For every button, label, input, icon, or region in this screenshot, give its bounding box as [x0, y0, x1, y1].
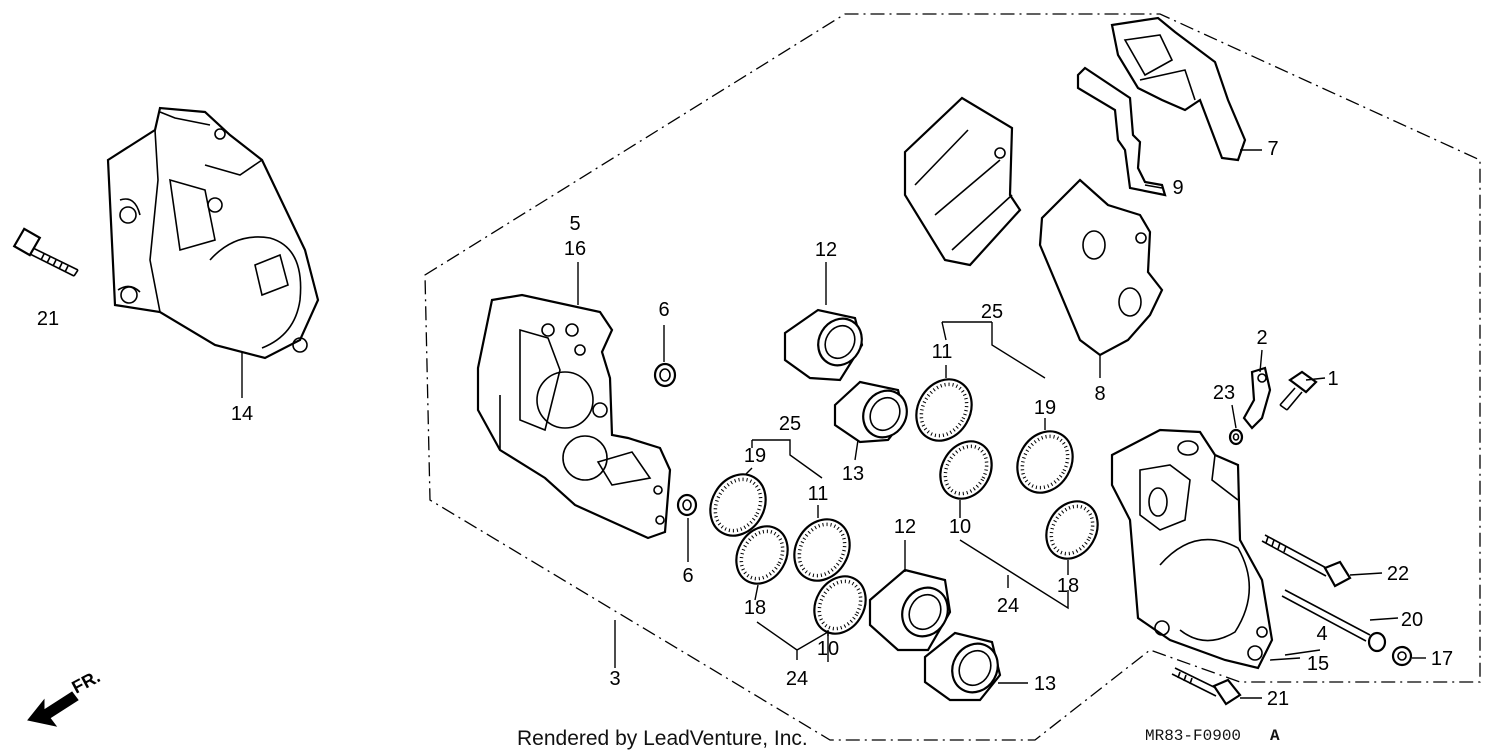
label-25-left: 25	[779, 413, 801, 435]
label-6-lower: 6	[682, 565, 693, 587]
seal-11-lower	[793, 518, 851, 582]
piston-13-lower	[923, 631, 1002, 702]
direction-label: FR.	[68, 666, 103, 697]
bleeder-screw-1	[1279, 370, 1318, 411]
brake-pad-upper	[903, 96, 1022, 267]
label-21-right: 21	[1267, 688, 1289, 710]
label-8: 8	[1094, 383, 1105, 405]
label-25-top: 25	[981, 301, 1003, 323]
seal-10-lower	[813, 575, 867, 635]
label-1: 1	[1327, 368, 1338, 390]
footer-credit: Rendered by LeadVenture, Inc.	[517, 727, 808, 750]
seal-19-left	[709, 473, 767, 537]
cap-2	[1242, 366, 1272, 430]
label-13-middle: 13	[842, 463, 864, 485]
label-5: 5	[569, 213, 580, 235]
label-3: 3	[609, 668, 620, 690]
seal-11-upper	[915, 378, 973, 442]
label-21-left: 21	[37, 308, 59, 330]
label-6-upper: 6	[658, 299, 669, 321]
label-19-left: 19	[744, 445, 766, 467]
label-24-right: 24	[997, 595, 1019, 617]
bolt-21-right	[1171, 667, 1242, 706]
seal-19-right	[1016, 430, 1074, 494]
label-11-upper: 11	[932, 341, 953, 363]
pad-spring-9	[1076, 66, 1167, 197]
ring-6-lower	[676, 493, 698, 517]
label-17: 17	[1431, 648, 1453, 670]
label-18-left: 18	[744, 597, 766, 619]
inner-caliper-half	[476, 293, 672, 540]
label-11-lower: 11	[808, 483, 829, 505]
washer-23	[1228, 428, 1244, 446]
label-7: 7	[1267, 138, 1278, 160]
label-10-lower: 10	[817, 638, 839, 660]
front-direction-arrow: FR.	[27, 666, 103, 727]
label-13-lower: 13	[1034, 673, 1056, 695]
label-15: 15	[1307, 653, 1329, 675]
label-23: 23	[1213, 382, 1235, 404]
bolt-22	[1261, 534, 1352, 588]
label-12-lower: 12	[894, 516, 916, 538]
callout-labels: 1 2 3 4 5 6 6 7 8 9 10 10 11 11 12 12 13…	[37, 138, 1453, 710]
plug-17	[1391, 645, 1413, 667]
leader-lines	[241, 149, 1426, 699]
assembled-caliper-14	[106, 106, 320, 360]
piston-13-middle	[833, 380, 908, 444]
pin-20	[1281, 589, 1387, 653]
label-14: 14	[231, 403, 253, 425]
seal-10-upper	[939, 440, 993, 500]
seal-18-left	[735, 525, 789, 585]
label-20: 20	[1401, 609, 1423, 631]
label-2: 2	[1256, 327, 1267, 349]
piston-12-upper	[783, 308, 864, 382]
brake-pad-8	[1038, 178, 1164, 357]
label-4: 4	[1316, 623, 1327, 645]
diagram-code-suffix: A	[1270, 727, 1280, 745]
label-18-right: 18	[1057, 575, 1079, 597]
label-19-right: 19	[1034, 397, 1056, 419]
diagram-code: MR83-F0900	[1145, 727, 1241, 745]
assembly-boundary	[424, 13, 1481, 741]
pad-retainer-7	[1110, 16, 1247, 162]
label-22: 22	[1387, 563, 1409, 585]
outer-caliper-half	[1110, 428, 1274, 670]
piston-12-lower	[868, 568, 952, 652]
label-10-upper: 10	[949, 516, 971, 538]
label-9: 9	[1172, 177, 1183, 199]
bolt-21-left	[12, 227, 79, 277]
ring-6-upper	[653, 362, 677, 388]
label-12-upper: 12	[815, 239, 837, 261]
label-16: 16	[564, 238, 586, 260]
seal-18-right	[1045, 500, 1099, 560]
label-24-left: 24	[786, 668, 808, 690]
